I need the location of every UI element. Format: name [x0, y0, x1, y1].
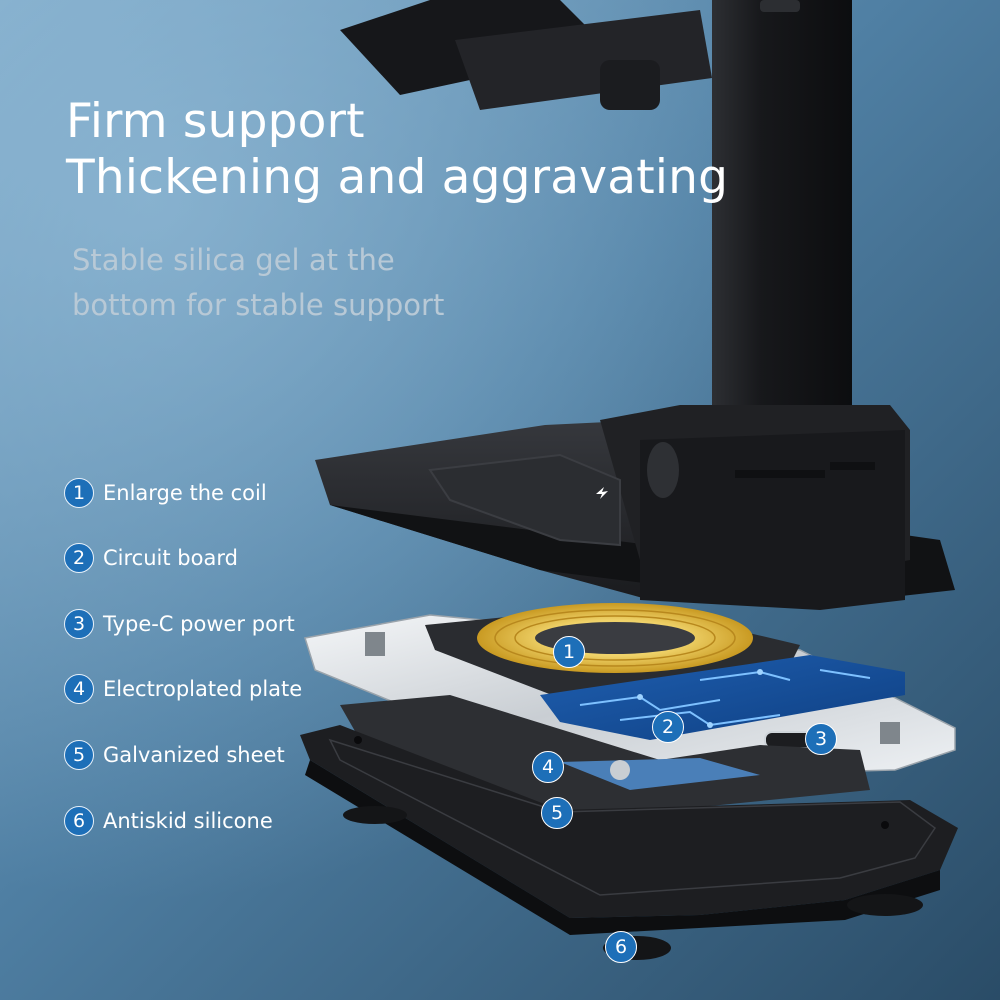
stand-pole [712, 0, 852, 450]
feature-label: Electroplated plate [103, 677, 303, 701]
callout-coil: 1 [553, 636, 585, 668]
galvanized-sheet [340, 695, 870, 815]
callout-antiskid-silicone: 6 [605, 931, 637, 963]
feature-item-galvanized-sheet: 5 Galvanized sheet [64, 739, 285, 771]
feature-item-electroplated-plate: 4 Electroplated plate [64, 673, 302, 705]
feature-number-badge: 6 [64, 806, 94, 836]
stand-holder-arm [340, 0, 712, 110]
feature-label: Type-C power port [103, 612, 295, 636]
feature-number-badge: 4 [64, 674, 94, 704]
feature-item-type-c-port: 3 Type-C power port [64, 608, 295, 640]
wireless-coil [477, 603, 753, 673]
feature-number-badge: 2 [64, 543, 94, 573]
feature-label: Circuit board [103, 546, 238, 570]
feature-item-antiskid-silicone: 6 Antiskid silicone [64, 805, 273, 837]
page-title-line-2: Thickening and aggravating [66, 150, 729, 205]
feature-number-badge: 3 [64, 609, 94, 639]
feature-item-coil: 1 Enlarge the coil [64, 477, 267, 509]
callout-galvanized-sheet: 5 [541, 797, 573, 829]
callout-electroplated-plate: 4 [532, 751, 564, 783]
circuit-board [540, 655, 905, 740]
subtitle-line-1: Stable silica gel at the [72, 243, 395, 277]
subtitle-line-2: bottom for stable support [72, 288, 445, 322]
feature-label: Antiskid silicone [103, 809, 273, 833]
page-title-line-1: Firm support [66, 94, 365, 149]
callout-type-c-port: 3 [805, 723, 837, 755]
feature-number-badge: 1 [64, 478, 94, 508]
feature-label: Enlarge the coil [103, 481, 267, 505]
feature-number-badge: 5 [64, 740, 94, 770]
stand-base [315, 405, 955, 610]
feature-label: Galvanized sheet [103, 743, 285, 767]
callout-circuit-board: 2 [652, 711, 684, 743]
bottom-tray [300, 725, 958, 935]
feature-item-circuit-board: 2 Circuit board [64, 542, 238, 574]
